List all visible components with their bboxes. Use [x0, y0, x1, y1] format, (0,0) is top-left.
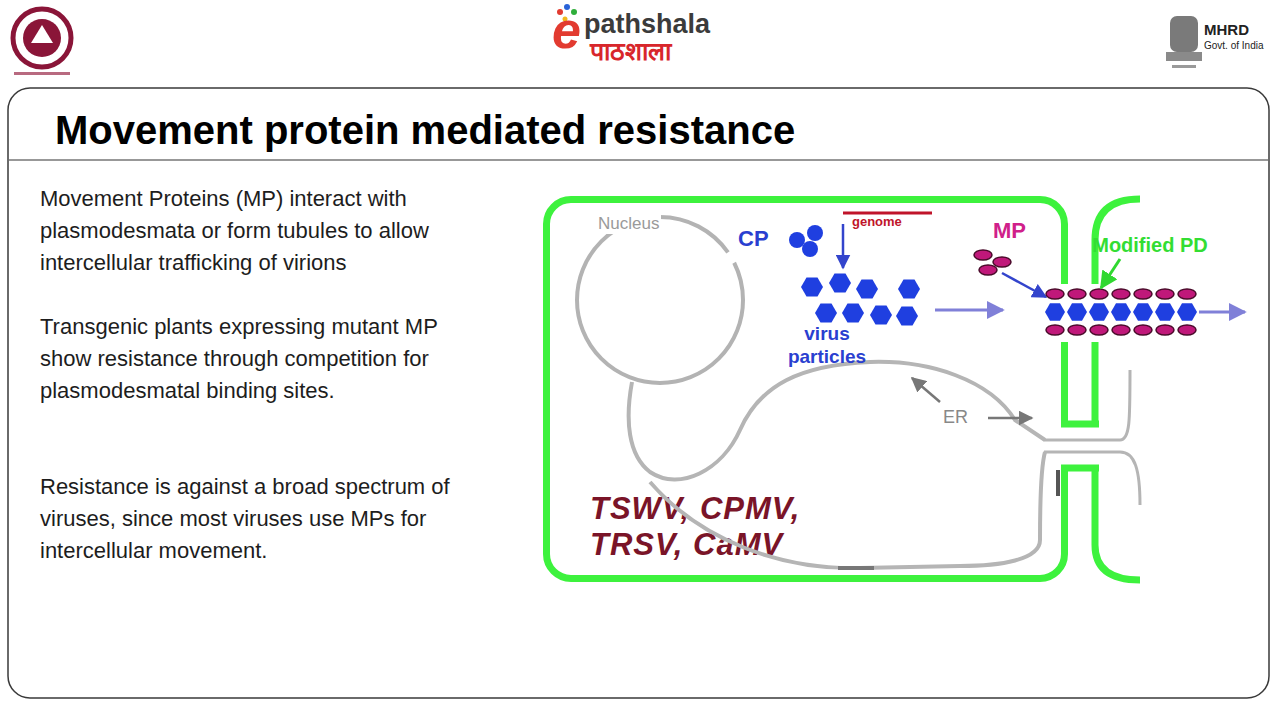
ministry-subtitle: Govt. of India [1204, 40, 1263, 52]
virus-list: TSWV, CPMV, TRSV, CaMV [590, 491, 870, 563]
emblem-body [1170, 16, 1198, 52]
virus-particle [856, 280, 878, 299]
pd-virus-particle [1067, 303, 1087, 320]
pd-mp-row [1046, 289, 1196, 335]
pd-movement-protein [1112, 325, 1130, 335]
body-paragraph: Transgenic plants expressing mutant MP s… [40, 311, 465, 407]
pd-movement-protein [1090, 325, 1108, 335]
modified-pd-label: Modified PD [1082, 233, 1218, 258]
er-membrane [1120, 452, 1140, 505]
er-pointer-arrow [912, 378, 940, 402]
ugc-logo-caption-bar [14, 72, 70, 75]
er-desmotubule [1044, 451, 1120, 454]
er-pointer-arrow [988, 417, 1032, 420]
pd-virus-particle [1111, 303, 1131, 320]
ugc-logo-mark [31, 25, 53, 43]
pd-movement-protein [1178, 325, 1196, 335]
pd-pointer-arrow [1101, 259, 1120, 288]
ugc-logo-ring [13, 9, 71, 67]
body-paragraph: Resistance is against a broad spectrum o… [40, 471, 465, 567]
movement-protein [974, 250, 992, 260]
content-panel [8, 88, 1269, 698]
coat-protein [802, 241, 818, 257]
virus-particles-label: virus particles [770, 322, 884, 368]
nucleus-circle: Nucleus [574, 214, 746, 386]
genome-label: genome [852, 214, 902, 229]
cp-label: CP [738, 226, 769, 252]
pd-movement-protein [1068, 289, 1086, 299]
virus-particle [842, 304, 864, 323]
virus-particle [898, 280, 920, 299]
er-membrane [629, 362, 1045, 480]
logo-letter: e [552, 0, 581, 60]
nucleus-envelope [577, 217, 743, 383]
movement-protein [979, 265, 997, 275]
coat-protein [807, 225, 823, 241]
logo-wordmark: pathshala [584, 9, 710, 39]
pd-virus-particle [1089, 303, 1109, 320]
body-paragraph: Movement Proteins (MP) interact with pla… [40, 183, 465, 279]
pd-virus-particle [1177, 303, 1197, 320]
pd-virus-particle [1155, 303, 1175, 320]
mp-arrow [1002, 273, 1046, 297]
node-outline [574, 214, 746, 386]
pd-virus-particle [1133, 303, 1153, 320]
logo-wordmark-hindi: पाठशाला [590, 36, 671, 66]
pd-movement-protein [1156, 289, 1174, 299]
slide-title: Movement protein mediated resistance [55, 106, 795, 154]
pd-movement-protein [1068, 325, 1086, 335]
ministry-name: MHRD [1204, 21, 1249, 39]
emblem-motto [1172, 65, 1196, 68]
wall-mark [838, 566, 874, 570]
pd-movement-protein [1112, 289, 1130, 299]
transport-arrow [935, 309, 1003, 312]
er-label: ER [943, 406, 968, 428]
er-desmotubule [1044, 439, 1120, 442]
pd-movement-protein [1090, 289, 1108, 299]
cell-outline: TSWV, CPMV, TRSV, CaMV Nucleus [543, 196, 1068, 582]
coat-protein [789, 232, 805, 248]
er-membrane [1120, 370, 1130, 440]
virus-particle [829, 274, 851, 293]
nucleus-label: Nucleus [596, 214, 661, 234]
pd-movement-protein [1134, 289, 1152, 299]
movement-protein [993, 257, 1011, 267]
virus-particle [896, 307, 918, 326]
virus-particle [801, 278, 823, 297]
neighbour-cell-wall [1095, 199, 1140, 580]
assembly-arrow [842, 224, 845, 268]
mp-label: MP [993, 218, 1026, 244]
pd-movement-protein [1178, 289, 1196, 299]
virus-particle [870, 306, 892, 325]
pd-movement-protein [1134, 325, 1152, 335]
emblem-base [1166, 52, 1202, 61]
pd-movement-protein [1156, 325, 1174, 335]
title-rule [9, 159, 1268, 160]
exit-arrow [1199, 311, 1245, 314]
virus-particle [815, 304, 837, 323]
wall-mark [1056, 470, 1060, 496]
ugc-logo-core [23, 19, 61, 57]
